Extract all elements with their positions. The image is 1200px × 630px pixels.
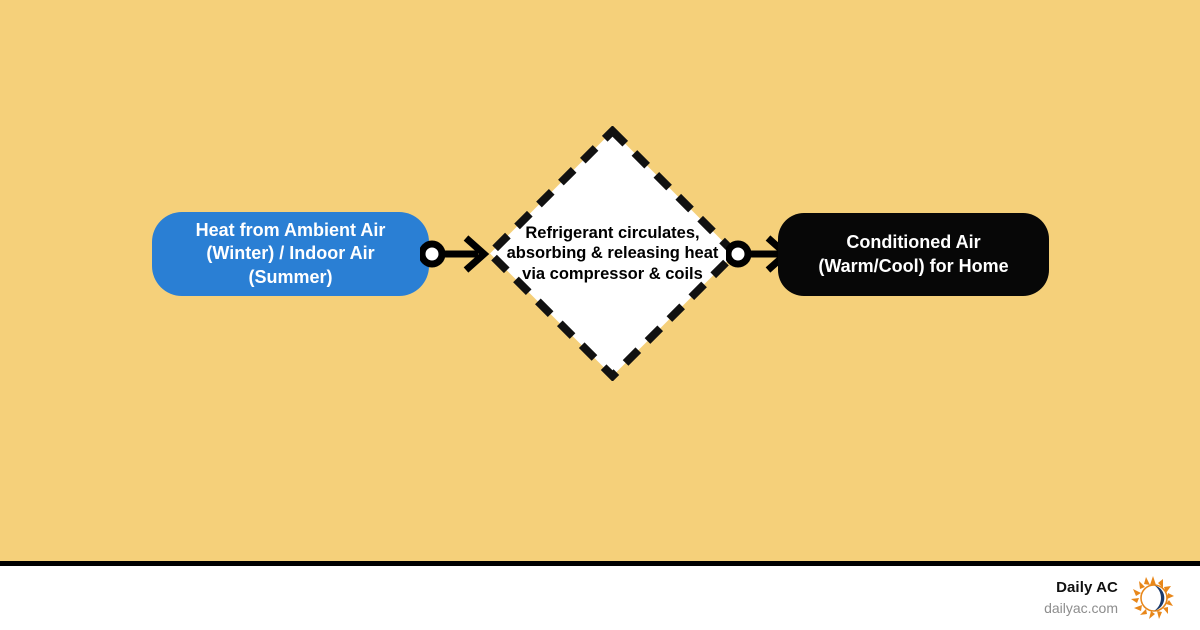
- connector-process-to-output: [726, 235, 792, 273]
- brand-name: Daily AC: [1056, 579, 1118, 597]
- flow-node-source[interactable]: Heat from Ambient Air (Winter) / Indoor …: [152, 212, 429, 296]
- flow-node-process-label: Refrigerant circulates, absorbing & rele…: [506, 224, 719, 283]
- connector-source-to-process: [420, 235, 490, 273]
- sun-moon-icon: [1131, 576, 1174, 619]
- footer-bar: Daily AC dailyac.com: [0, 566, 1200, 630]
- footer-divider: [0, 561, 1200, 566]
- brand-text-block: Daily AC dailyac.com: [1044, 578, 1118, 617]
- flow-node-output-label: Conditioned Air (Warm/Cool) for Home: [818, 232, 1009, 276]
- brand-url[interactable]: dailyac.com: [1044, 599, 1118, 616]
- flow-node-source-label: Heat from Ambient Air (Winter) / Indoor …: [195, 220, 386, 287]
- diamond-shape-icon: [485, 126, 740, 381]
- diagram-canvas: Heat from Ambient Air (Winter) / Indoor …: [0, 0, 1200, 561]
- flow-node-process[interactable]: Refrigerant circulates, absorbing & rele…: [485, 126, 740, 381]
- flow-node-output[interactable]: Conditioned Air (Warm/Cool) for Home: [778, 213, 1049, 296]
